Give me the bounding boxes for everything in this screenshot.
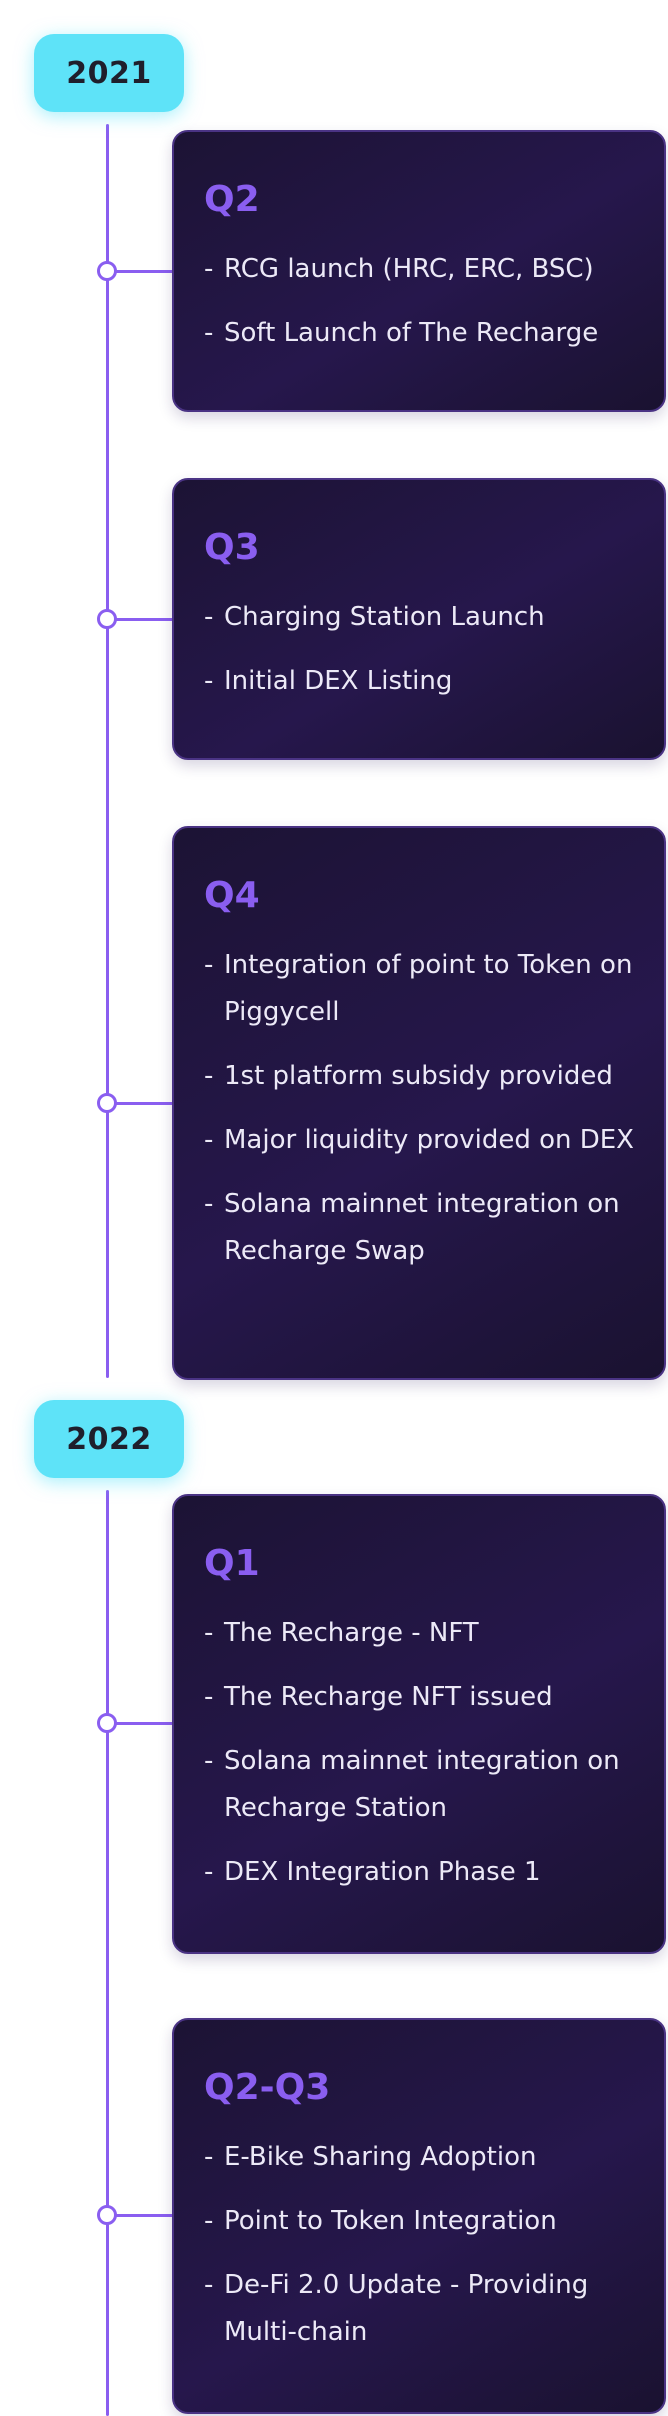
quarter-title: Q2 xyxy=(204,179,260,220)
roadmap-item: -The Recharge NFT issued xyxy=(204,1682,553,1712)
quarter-title: Q2-Q3 xyxy=(204,2067,331,2108)
roadmap-item-text: De-Fi 2.0 Update - Providing Multi-chain xyxy=(224,2270,589,2347)
roadmap-item-text: Point to Token Integration xyxy=(224,2206,557,2236)
roadmap-card-2021-q2: Q2 -RCG launch (HRC, ERC, BSC) -Soft Lau… xyxy=(172,130,666,412)
roadmap-item: -Solana mainnet integration on Recharge … xyxy=(204,1746,620,1823)
roadmap-item: -The Recharge - NFT xyxy=(204,1618,479,1648)
roadmap-item: -Charging Station Launch xyxy=(204,602,545,632)
year-badge-2021: 2021 xyxy=(34,34,184,112)
year-badge-2022: 2022 xyxy=(34,1400,184,1478)
roadmap-item-text: Initial DEX Listing xyxy=(224,666,453,696)
roadmap-item-text: The Recharge NFT issued xyxy=(224,1682,553,1712)
roadmap-item: -RCG launch (HRC, ERC, BSC) xyxy=(204,254,594,284)
roadmap-item-text: E-Bike Sharing Adoption xyxy=(224,2142,537,2172)
timeline-connector xyxy=(108,1102,174,1105)
roadmap-card-2022-q2-q3: Q2-Q3 -E-Bike Sharing Adoption -Point to… xyxy=(172,2018,666,2414)
quarter-title: Q1 xyxy=(204,1543,260,1584)
roadmap-item: -Solana mainnet integration on Recharge … xyxy=(204,1189,620,1266)
roadmap-item-text: The Recharge - NFT xyxy=(224,1618,479,1648)
timeline-node xyxy=(97,1713,117,1733)
roadmap-item-text: DEX Integration Phase 1 xyxy=(224,1857,541,1887)
roadmap-item-text: Solana mainnet integration on Recharge S… xyxy=(224,1189,620,1266)
roadmap-item: -Initial DEX Listing xyxy=(204,666,453,696)
roadmap-item: -Major liquidity provided on DEX xyxy=(204,1125,634,1155)
timeline-node xyxy=(97,261,117,281)
timeline-connector xyxy=(108,2214,174,2217)
roadmap-item: -Integration of point to Token on Piggyc… xyxy=(204,950,633,1027)
quarter-title: Q3 xyxy=(204,527,260,568)
timeline-node xyxy=(97,2205,117,2225)
roadmap-item-text: Solana mainnet integration on Recharge S… xyxy=(224,1746,620,1823)
roadmap-item-text: Major liquidity provided on DEX xyxy=(224,1125,634,1155)
roadmap-item: -DEX Integration Phase 1 xyxy=(204,1857,541,1887)
timeline-line-2021 xyxy=(106,124,109,1378)
roadmap-item-text: Integration of point to Token on Piggyce… xyxy=(224,950,633,1027)
timeline-connector xyxy=(108,270,174,273)
roadmap-item-text: Soft Launch of The Recharge xyxy=(224,318,599,348)
roadmap-item-text: Charging Station Launch xyxy=(224,602,545,632)
quarter-title: Q4 xyxy=(204,875,260,916)
roadmap-item: -1st platform subsidy provided xyxy=(204,1061,613,1091)
timeline-node xyxy=(97,609,117,629)
timeline-connector xyxy=(108,1722,174,1725)
timeline-line-2022 xyxy=(106,1490,109,2416)
roadmap-item: -Soft Launch of The Recharge xyxy=(204,318,599,348)
roadmap-item: -Point to Token Integration xyxy=(204,2206,557,2236)
timeline-node xyxy=(97,1093,117,1113)
roadmap-card-2021-q3: Q3 -Charging Station Launch -Initial DEX… xyxy=(172,478,666,760)
roadmap-item: -E-Bike Sharing Adoption xyxy=(204,2142,537,2172)
timeline-connector xyxy=(108,618,174,621)
roadmap-card-2021-q4: Q4 -Integration of point to Token on Pig… xyxy=(172,826,666,1380)
roadmap-item: -De-Fi 2.0 Update - Providing Multi-chai… xyxy=(204,2270,589,2347)
roadmap-item-text: 1st platform subsidy provided xyxy=(224,1061,613,1091)
roadmap-card-2022-q1: Q1 -The Recharge - NFT -The Recharge NFT… xyxy=(172,1494,666,1954)
roadmap-item-text: RCG launch (HRC, ERC, BSC) xyxy=(224,254,594,284)
